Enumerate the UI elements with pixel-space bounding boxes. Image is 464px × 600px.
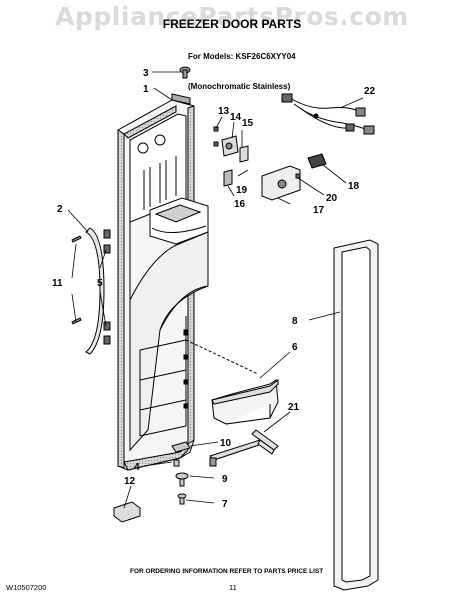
callout-labels: 1 2 3 4 5 6 7 8 9 10 11 12 13 14 15 16 1… — [52, 68, 376, 510]
model-info: For Models: KSF26C6XYY04 (Monochromatic … — [188, 32, 296, 102]
callout-4: 4 — [134, 462, 140, 473]
callout-18: 18 — [348, 181, 360, 192]
switch-parts — [213, 126, 249, 187]
handle-screws — [71, 235, 82, 325]
callout-7: 7 — [222, 499, 228, 510]
callout-14: 14 — [230, 112, 242, 123]
freezer-door-assembly — [117, 93, 209, 471]
callout-16: 16 — [234, 199, 246, 210]
wire-harness — [281, 93, 375, 135]
door-bin — [211, 379, 279, 425]
document-number: W10507200 — [6, 583, 47, 592]
model-number: For Models: KSF26C6XYY04 — [188, 52, 296, 61]
page-number: 11 — [229, 583, 237, 592]
callout-13: 13 — [218, 106, 230, 117]
handle-nuts — [103, 229, 111, 345]
leader-lines — [67, 71, 364, 509]
callout-10: 10 — [220, 438, 232, 449]
callout-15: 15 — [242, 118, 254, 129]
callout-6: 6 — [292, 342, 298, 353]
bin-assembly-dashline — [185, 339, 259, 375]
bottom-hinge-parts — [113, 441, 191, 523]
callout-19: 19 — [236, 185, 248, 196]
callout-5: 5 — [97, 278, 103, 289]
callout-12: 12 — [124, 476, 136, 487]
screw-part-3 — [179, 66, 191, 79]
callout-17: 17 — [313, 205, 325, 216]
bracket-part-21 — [209, 429, 279, 467]
callout-21: 21 — [288, 402, 300, 413]
callout-20: 20 — [326, 193, 338, 204]
door-gasket — [333, 239, 379, 591]
callout-22: 22 — [364, 86, 376, 97]
model-finish: (Monochromatic Stainless) — [188, 82, 291, 91]
callout-11: 11 — [52, 278, 63, 289]
callout-2: 2 — [57, 204, 63, 215]
page-title: FREEZER DOOR PARTS — [162, 17, 302, 31]
watermark: AppliancePartsPros.com — [55, 2, 409, 31]
callout-3: 3 — [143, 68, 149, 79]
callout-9: 9 — [222, 474, 228, 485]
door-handle — [85, 227, 105, 355]
callout-1: 1 — [143, 84, 149, 95]
ordering-note: FOR ORDERING INFORMATION REFER TO PARTS … — [130, 568, 324, 575]
callout-8: 8 — [292, 316, 298, 327]
dispenser-module — [261, 153, 327, 201]
